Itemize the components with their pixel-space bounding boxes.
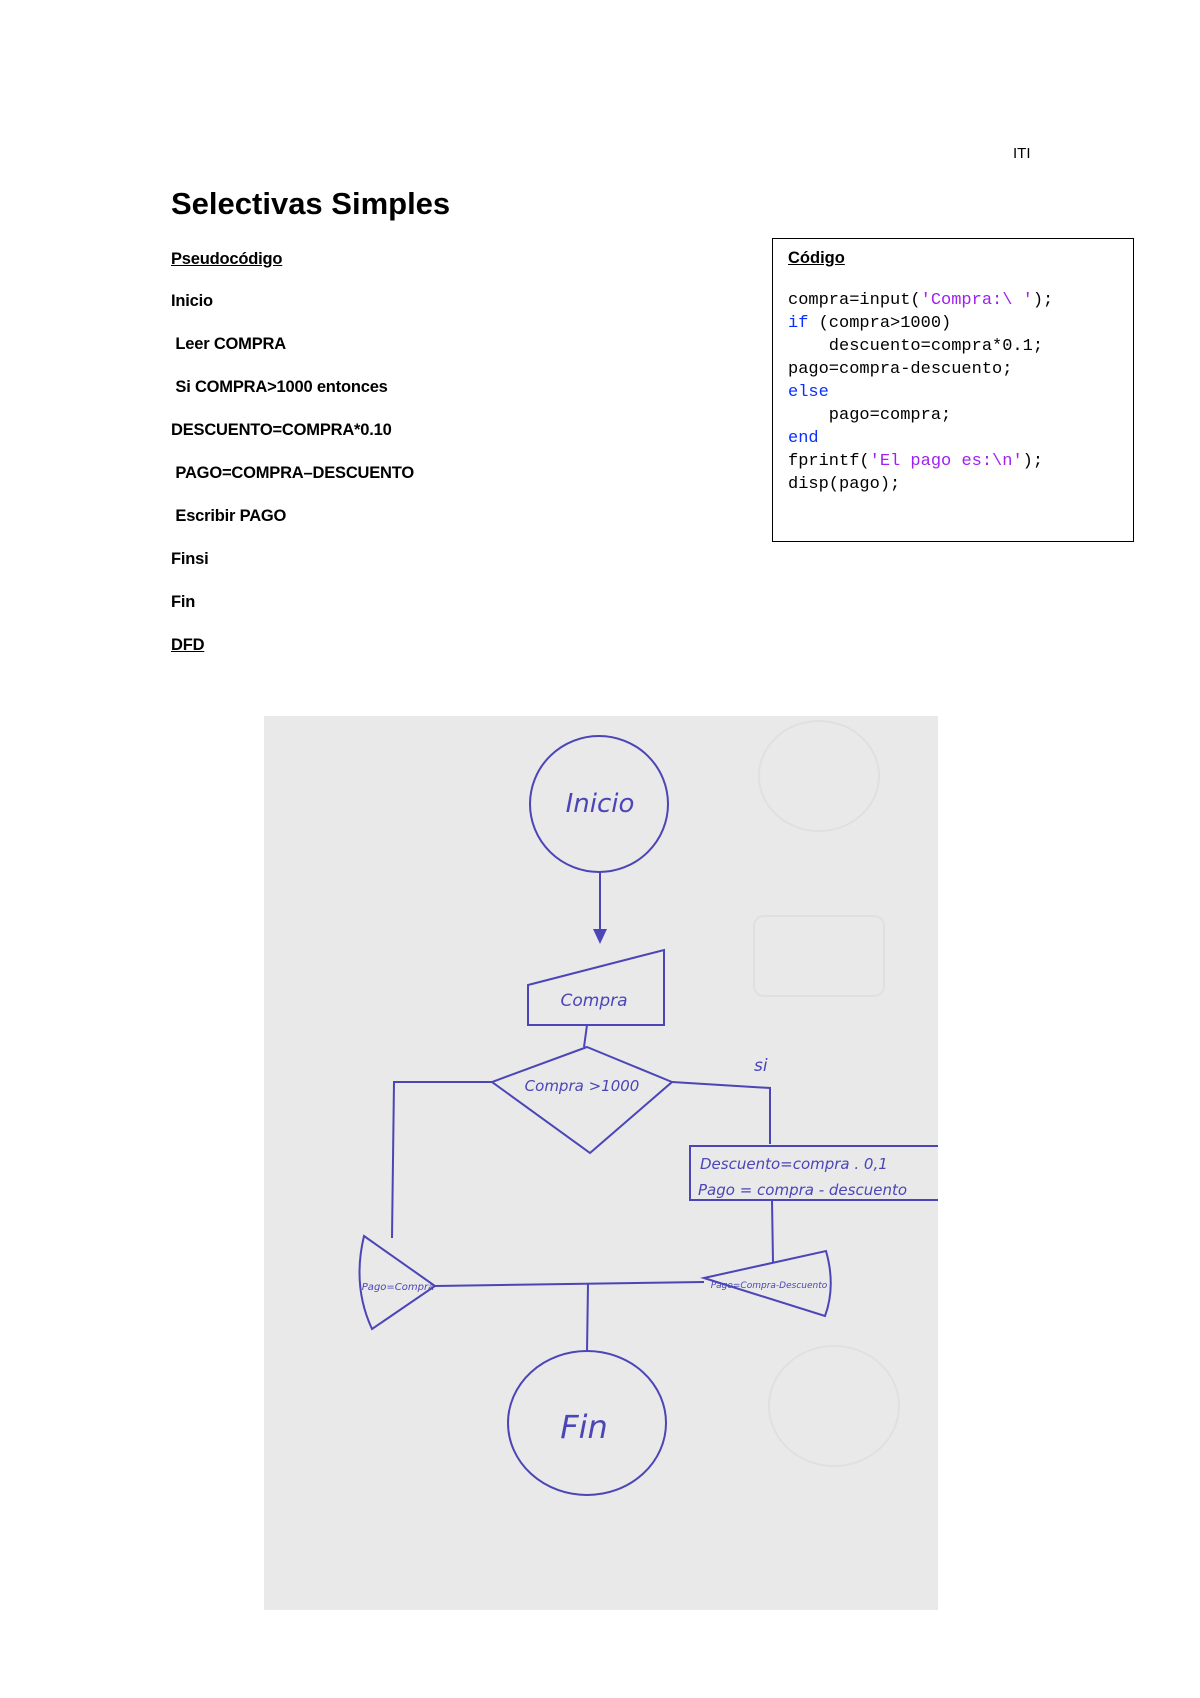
code-token: compra=input( bbox=[788, 291, 921, 310]
code-token: 'El pago es:\n' bbox=[869, 452, 1023, 471]
document-title: Selectivas Simples bbox=[171, 186, 451, 221]
branch-yes bbox=[671, 1081, 771, 1144]
code-token: (compra>1000) bbox=[808, 314, 952, 333]
code-heading: Código bbox=[788, 249, 845, 267]
pseudocode-line: Inicio bbox=[171, 292, 213, 310]
code-line: disp(pago); bbox=[788, 475, 900, 494]
process-box bbox=[689, 1145, 938, 1201]
yes-label: si bbox=[754, 1056, 768, 1076]
code-line: descuento=compra*0.1; bbox=[788, 337, 1043, 356]
input-label: Compra bbox=[560, 991, 627, 1011]
code-line: compra=input('Compra:\ '); bbox=[788, 291, 1053, 310]
pseudocode-section: Pseudocódigo Inicio Leer COMPRA Si COMPR… bbox=[171, 0, 731, 700]
process-line-2: Pago = compra - descuento bbox=[698, 1181, 907, 1199]
output-right-label: Pago=Compra-Descuento bbox=[711, 1281, 828, 1291]
decision-diamond bbox=[489, 1045, 674, 1155]
code-line: pago=compra; bbox=[788, 406, 951, 425]
connector-input-decision bbox=[583, 1024, 588, 1048]
code-token: 'Compra:\ ' bbox=[920, 291, 1033, 310]
output-right-shape bbox=[700, 1249, 832, 1318]
flowchart-photo: Inicio Compra Compra >1000 si Descuento=… bbox=[264, 716, 938, 1610]
code-line: fprintf('El pago es:\n'); bbox=[788, 452, 1043, 471]
code-token: descuento=compra*0.1; bbox=[788, 337, 1044, 356]
code-token: fprintf( bbox=[788, 452, 870, 471]
header-label: ITI bbox=[1013, 145, 1031, 162]
input-shape bbox=[527, 948, 665, 1026]
code-line: else bbox=[788, 383, 829, 402]
code-token: ); bbox=[1022, 452, 1044, 471]
code-token: disp(pago); bbox=[788, 475, 901, 494]
code-token: pago=compra-descuento; bbox=[788, 360, 1013, 379]
code-token: pago=compra; bbox=[788, 406, 952, 425]
code-line: end bbox=[788, 429, 819, 448]
pseudocode-line: Fin bbox=[171, 593, 196, 611]
branch-no bbox=[391, 1081, 492, 1239]
pseudocode-line: Si COMPRA>1000 entonces bbox=[171, 378, 388, 396]
pseudocode-line: Leer COMPRA bbox=[171, 335, 286, 353]
code-box: Código compra=input('Compra:\ '); if (co… bbox=[772, 238, 1134, 542]
process-line-1: Descuento=compra . 0,1 bbox=[700, 1155, 888, 1173]
end-circle bbox=[507, 1350, 667, 1496]
code-token: else bbox=[788, 383, 829, 402]
condition-label: Compra >1000 bbox=[525, 1077, 640, 1095]
code-token: if bbox=[788, 314, 809, 333]
flowchart-diagram: Inicio Compra Compra >1000 si Descuento=… bbox=[358, 720, 938, 1496]
code-block: compra=input('Compra:\ '); if (compra>10… bbox=[788, 289, 1053, 496]
output-left-shape bbox=[358, 1234, 437, 1331]
pseudocode-line: Escribir PAGO bbox=[171, 507, 287, 525]
end-label: Fin bbox=[560, 1408, 608, 1446]
code-line: pago=compra-descuento; bbox=[788, 360, 1012, 379]
connector-process-output bbox=[771, 1199, 774, 1263]
arrow-head bbox=[593, 929, 607, 944]
connector-merge-end bbox=[586, 1283, 589, 1353]
dfd-heading: DFD bbox=[171, 636, 205, 654]
output-left-label: Pago=Compra bbox=[362, 1282, 434, 1293]
pseudocode-heading: Pseudocódigo bbox=[171, 250, 283, 268]
code-line: if (compra>1000) bbox=[788, 314, 951, 333]
pseudocode-line: Finsi bbox=[171, 550, 209, 568]
pseudocode-line: DESCUENTO=COMPRA*0.10 bbox=[171, 421, 392, 439]
merge-line bbox=[434, 1281, 705, 1287]
code-token: ); bbox=[1032, 291, 1054, 310]
pseudocode-line: PAGO=COMPRA–DESCUENTO bbox=[171, 464, 414, 482]
code-token: end bbox=[788, 429, 819, 448]
start-label: Inicio bbox=[566, 789, 635, 819]
